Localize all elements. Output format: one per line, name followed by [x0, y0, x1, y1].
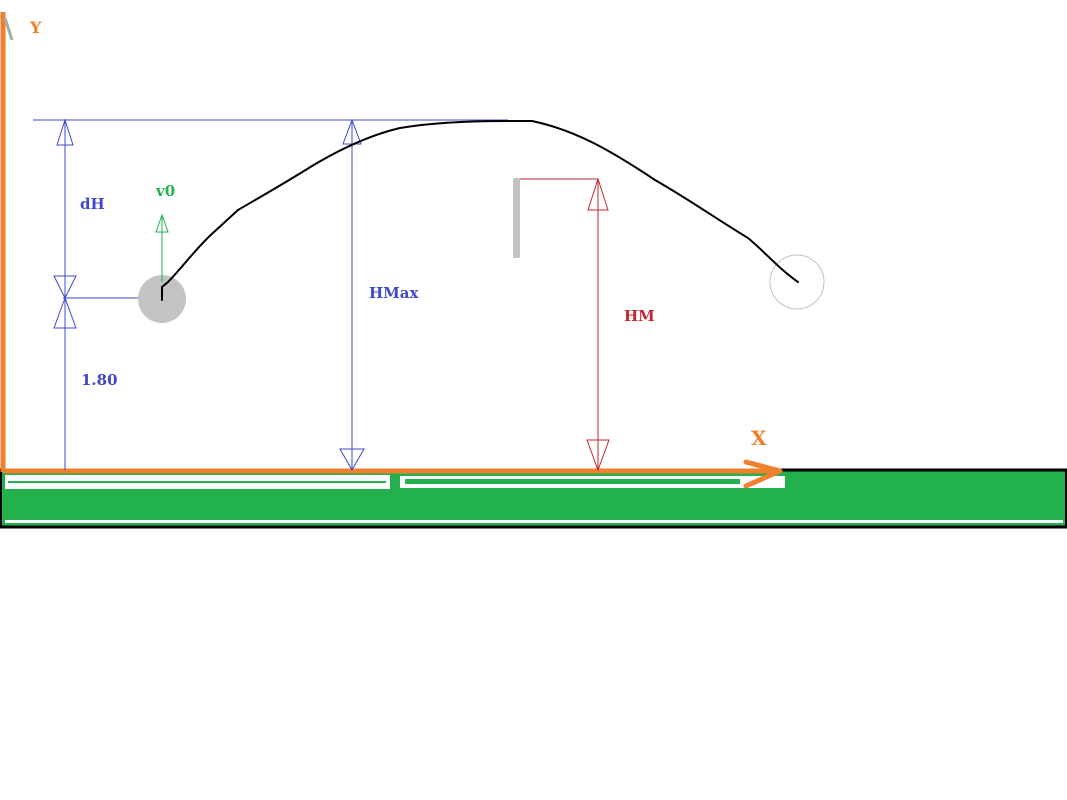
ground-highlight-line-left — [8, 481, 386, 483]
hm-arrow-bottom — [586, 439, 610, 472]
dh-label: dH — [80, 195, 105, 213]
wall-post — [513, 178, 520, 258]
hmax-arrow-bottom — [339, 448, 365, 472]
dh-arrow-bottom — [53, 275, 77, 300]
dh-arrow-top — [56, 118, 74, 146]
trajectory-curve — [161, 120, 799, 301]
hm-label: HM — [624, 307, 655, 325]
hm-arrow-top — [587, 177, 609, 211]
ground-highlight-line-right — [405, 479, 740, 484]
y-axis-tick-mark — [3, 17, 14, 41]
y-axis-label: Y — [30, 18, 42, 37]
v0-label: v0 — [156, 182, 176, 200]
ball-end — [769, 254, 825, 310]
x-axis-label: X — [751, 426, 767, 450]
ground-highlight-bottom — [5, 520, 1063, 523]
x-axis-arrowhead — [743, 459, 783, 489]
start-height-label: 1.80 — [81, 371, 118, 389]
hmax-label: HMax — [369, 284, 419, 302]
height-arrow-top — [53, 296, 77, 329]
v0-arrowhead — [155, 213, 169, 233]
